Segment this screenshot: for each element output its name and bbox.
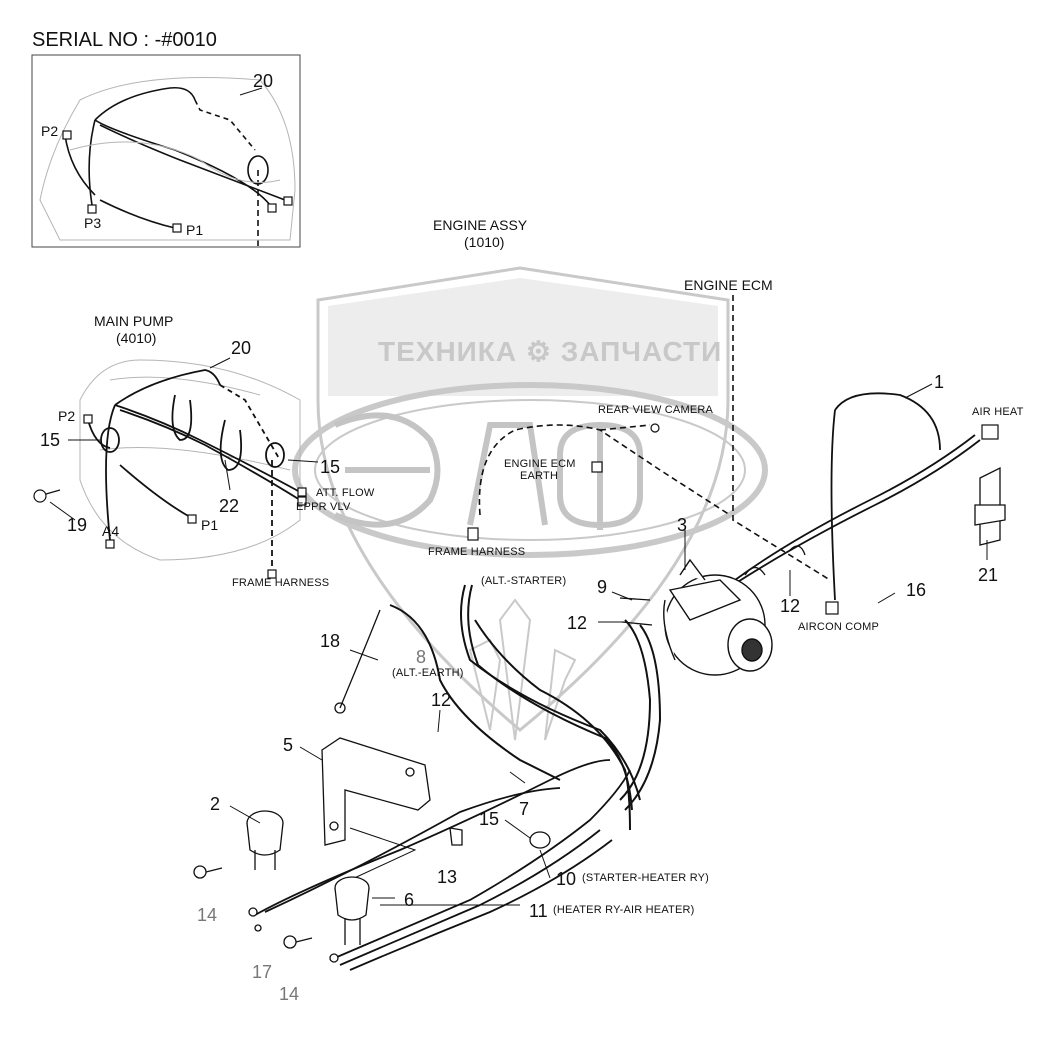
engine-assy-label: ENGINE ASSY bbox=[433, 217, 528, 233]
engine-harness-dashed bbox=[478, 295, 831, 581]
callout-13: 13 bbox=[437, 867, 458, 887]
watermark-shield bbox=[292, 266, 768, 741]
callout-14-left: 14 bbox=[197, 905, 218, 925]
starter-cables bbox=[389, 584, 662, 831]
alt-earth-label: (ALT.-EARTH) bbox=[392, 667, 464, 679]
callout-5: 5 bbox=[283, 735, 294, 755]
callout-8: 8 bbox=[416, 647, 427, 667]
callout-15-left: 15 bbox=[40, 430, 61, 450]
callout-12-plate: 12 bbox=[431, 690, 452, 710]
heater-ry-air-heater-label: (HEATER RY-AIR HEATER) bbox=[553, 904, 695, 916]
inset-connectors bbox=[62, 130, 293, 233]
callout-10: 10 bbox=[556, 869, 577, 889]
bracket-21 bbox=[974, 466, 1006, 546]
watermark-logo bbox=[333, 412, 643, 530]
frame-harness-label-pump: FRAME HARNESS bbox=[232, 577, 330, 589]
callout-22: 22 bbox=[219, 496, 240, 516]
callout-19: 19 bbox=[67, 515, 88, 535]
callout-20-inset: 20 bbox=[253, 71, 274, 91]
callout-16: 16 bbox=[906, 580, 927, 600]
plate-5-dashed bbox=[349, 827, 417, 881]
air-heat-label: AIR HEAT bbox=[972, 406, 1024, 418]
inset-p3-label: P3 bbox=[84, 215, 102, 231]
starter-heater-ry-label: (STARTER-HEATER RY) bbox=[582, 872, 710, 884]
callout-17: 17 bbox=[252, 962, 273, 982]
callout-18: 18 bbox=[320, 631, 341, 651]
inset-p1-label: P1 bbox=[186, 222, 204, 238]
leader-lines bbox=[49, 87, 988, 906]
callout-1: 1 bbox=[934, 372, 945, 392]
callout-15-right: 15 bbox=[320, 457, 341, 477]
main-pump-label: MAIN PUMP bbox=[94, 313, 174, 329]
engine-ecm-earth-label-2: EARTH bbox=[520, 470, 559, 482]
main-p2-label: P2 bbox=[58, 408, 76, 424]
eppr-vlv-label: EPPR VLV bbox=[296, 501, 351, 513]
inset-p2-label: P2 bbox=[41, 123, 59, 139]
callout-9: 9 bbox=[597, 577, 608, 597]
watermark-text: ТЕХНИКА ⚙ ЗАПЧАСТИ bbox=[378, 336, 723, 367]
callout-20-main: 20 bbox=[231, 338, 252, 358]
main-pump-connectors bbox=[33, 414, 307, 579]
engine-connectors bbox=[467, 423, 999, 615]
callout-2: 2 bbox=[210, 794, 221, 814]
relay-6 bbox=[283, 876, 370, 949]
serial-number: SERIAL NO : -#0010 bbox=[32, 29, 217, 51]
alternator bbox=[663, 558, 773, 676]
callout-6: 6 bbox=[404, 890, 415, 910]
aircon-comp-label: AIRCON COMP bbox=[798, 621, 880, 633]
engine-ecm-label: ENGINE ECM bbox=[684, 277, 773, 293]
engine-harness bbox=[732, 392, 981, 601]
callout-15-bottom: 15 bbox=[479, 809, 500, 829]
engine-assy-code: (1010) bbox=[464, 234, 505, 250]
relay-2 bbox=[193, 810, 284, 879]
plate-5 bbox=[321, 609, 431, 846]
att-flow-label: ATT. FLOW bbox=[316, 487, 375, 499]
callout-12-right: 12 bbox=[780, 596, 801, 616]
main-p1-label: P1 bbox=[201, 517, 219, 533]
callout-14-bottom: 14 bbox=[279, 984, 300, 1004]
main-pump-harness bbox=[87, 369, 301, 570]
alt-starter-label: (ALT.-STARTER) bbox=[481, 575, 567, 587]
callout-7: 7 bbox=[519, 799, 530, 819]
grommet-15 bbox=[248, 827, 551, 963]
main-a4-label: A4 bbox=[102, 523, 120, 539]
frame-harness-label-engine: FRAME HARNESS bbox=[428, 546, 526, 558]
inset-engine-outline bbox=[39, 77, 296, 241]
callout-11: 11 bbox=[529, 901, 548, 921]
callout-3: 3 bbox=[677, 515, 688, 535]
engine-ecm-earth-label-1: ENGINE ECM bbox=[504, 458, 576, 470]
callout-21: 21 bbox=[978, 565, 999, 585]
inset-frame bbox=[31, 54, 301, 248]
callout-12-alt: 12 bbox=[567, 613, 588, 633]
main-pump-code: (4010) bbox=[116, 330, 157, 346]
rear-view-camera-label: REAR VIEW CAMERA bbox=[598, 404, 714, 416]
